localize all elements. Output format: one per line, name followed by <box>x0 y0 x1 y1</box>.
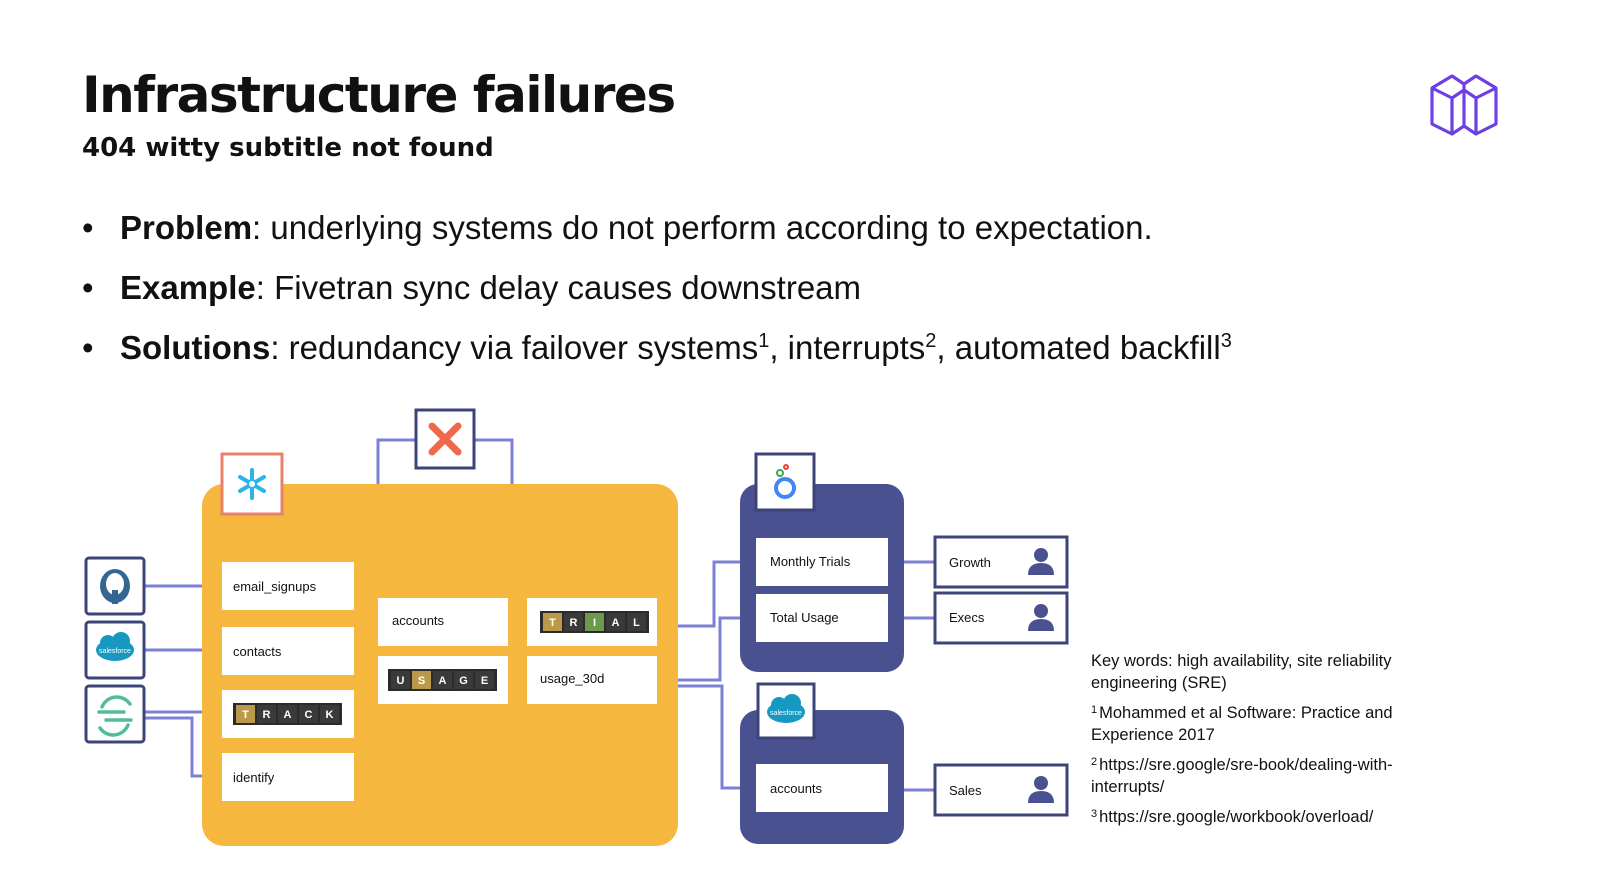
dashboard-total-usage <box>756 594 888 642</box>
person-icon <box>1028 604 1054 631</box>
letter-tile <box>412 671 431 689</box>
letter-tile-text: T <box>242 709 249 721</box>
dashboard-label: Total Usage <box>770 610 839 625</box>
postgres-elephant-icon <box>100 569 130 604</box>
slide-subtitle: 404 witty subtitle not found <box>82 133 494 163</box>
table-contacts <box>222 627 354 675</box>
footnote-number: 1 <box>1091 704 1098 716</box>
letter-tile-text: E <box>481 675 488 687</box>
letter-tile <box>278 705 297 723</box>
footnote-number: 3 <box>1091 808 1098 820</box>
bullet-example: Example: Fivetran sync delay causes down… <box>82 264 1232 324</box>
bullet-text: : redundancy via failover systems <box>270 329 759 366</box>
footnote-number: 2 <box>1091 756 1098 768</box>
bullet-label: Solutions <box>120 329 271 366</box>
salesforce-cloud-icon <box>96 632 134 661</box>
team-sales: Sales <box>933 763 1069 817</box>
dashboard-monthly-trials <box>756 538 888 586</box>
letter-tile <box>236 705 255 723</box>
footnote-link[interactable]: https://sre.google/workbook/overload/ <box>1099 808 1374 826</box>
dashboard-label: accounts <box>770 781 823 796</box>
bullet-text: , interrupts <box>769 329 926 366</box>
team-execs: Execs <box>933 591 1069 645</box>
letter-tile-text: S <box>418 675 425 687</box>
table-label: identify <box>233 770 275 785</box>
team-label: Sales <box>949 783 982 798</box>
slide-title: Infrastructure failures <box>82 66 676 124</box>
footnote-link[interactable]: https://sre.google/sre-book/dealing-with… <box>1091 756 1393 796</box>
table-label: usage_30d <box>540 671 604 686</box>
table-email-signups <box>222 562 354 610</box>
table-label: accounts <box>392 613 445 628</box>
bullet-text: : underlying systems do not perform acco… <box>252 209 1153 246</box>
bullet-label: Example <box>120 269 256 306</box>
looker-badge <box>754 452 816 512</box>
letter-tile <box>257 705 276 723</box>
salesforce-source-label: salesforce <box>99 648 131 655</box>
letter-tile-text: A <box>612 617 620 629</box>
letter-tile <box>543 613 562 631</box>
footnotes: Key words: high availability, site relia… <box>1091 650 1461 836</box>
letter-tile-text: L <box>633 617 640 629</box>
letter-tile <box>606 613 625 631</box>
footnote-ref-2: 2 <box>925 330 937 352</box>
salesforce-badge-icon <box>767 694 805 723</box>
team-label: Execs <box>949 610 985 625</box>
letter-tile-text: R <box>570 617 578 629</box>
segment-icon <box>97 695 133 737</box>
letter-tile <box>433 671 452 689</box>
bullet-text: : Fivetran sync delay causes downstream <box>255 269 862 306</box>
keywords-note: Key words: high availability, site relia… <box>1091 652 1392 692</box>
letter-tile-text: G <box>459 675 468 687</box>
brand-logo-icon <box>1430 74 1498 136</box>
bullet-label: Problem <box>120 209 253 246</box>
footnote-text: Mohammed et al Software: Practice and Ex… <box>1091 704 1393 744</box>
letter-tile-text: A <box>439 675 447 687</box>
table-usage-30d <box>527 656 657 704</box>
letter-tile <box>564 613 583 631</box>
bullet-problem: Problem: underlying systems do not perfo… <box>82 204 1232 264</box>
letter-tile <box>475 671 494 689</box>
person-icon <box>1028 548 1054 575</box>
table-label: contacts <box>233 644 282 659</box>
bullet-solutions: Solutions: redundancy via failover syste… <box>82 324 1232 384</box>
person-icon <box>1028 776 1054 803</box>
looker-icon <box>774 464 796 499</box>
letter-tile-text: K <box>326 709 334 721</box>
dbt-icon <box>428 422 462 456</box>
footnote-ref-3: 3 <box>1220 330 1232 352</box>
letter-tile-text: R <box>263 709 271 721</box>
bullet-list: Problem: underlying systems do not perfo… <box>82 204 1232 384</box>
bullet-text: , automated backfill <box>936 329 1221 366</box>
team-label: Growth <box>949 555 991 570</box>
dashboard-label: Monthly Trials <box>770 554 851 569</box>
salesforce-badge-label: salesforce <box>770 710 802 717</box>
letter-tile <box>627 613 646 631</box>
letter-tile-text: C <box>305 709 313 721</box>
letter-tile <box>454 671 473 689</box>
letter-tile-text: I <box>593 617 596 629</box>
letter-tile <box>391 671 410 689</box>
team-growth: Growth <box>933 535 1069 589</box>
letter-tile <box>585 613 604 631</box>
letter-tile <box>299 705 318 723</box>
letter-tile <box>320 705 339 723</box>
table-accounts <box>378 598 508 646</box>
letter-tile-text: U <box>397 675 405 687</box>
letter-tile-text: T <box>549 617 556 629</box>
letter-tile-text: A <box>284 709 292 721</box>
dashboard-sf-accounts <box>756 764 888 812</box>
footnote-ref-1: 1 <box>758 330 770 352</box>
table-label: email_signups <box>233 579 317 594</box>
table-identify <box>222 753 354 801</box>
